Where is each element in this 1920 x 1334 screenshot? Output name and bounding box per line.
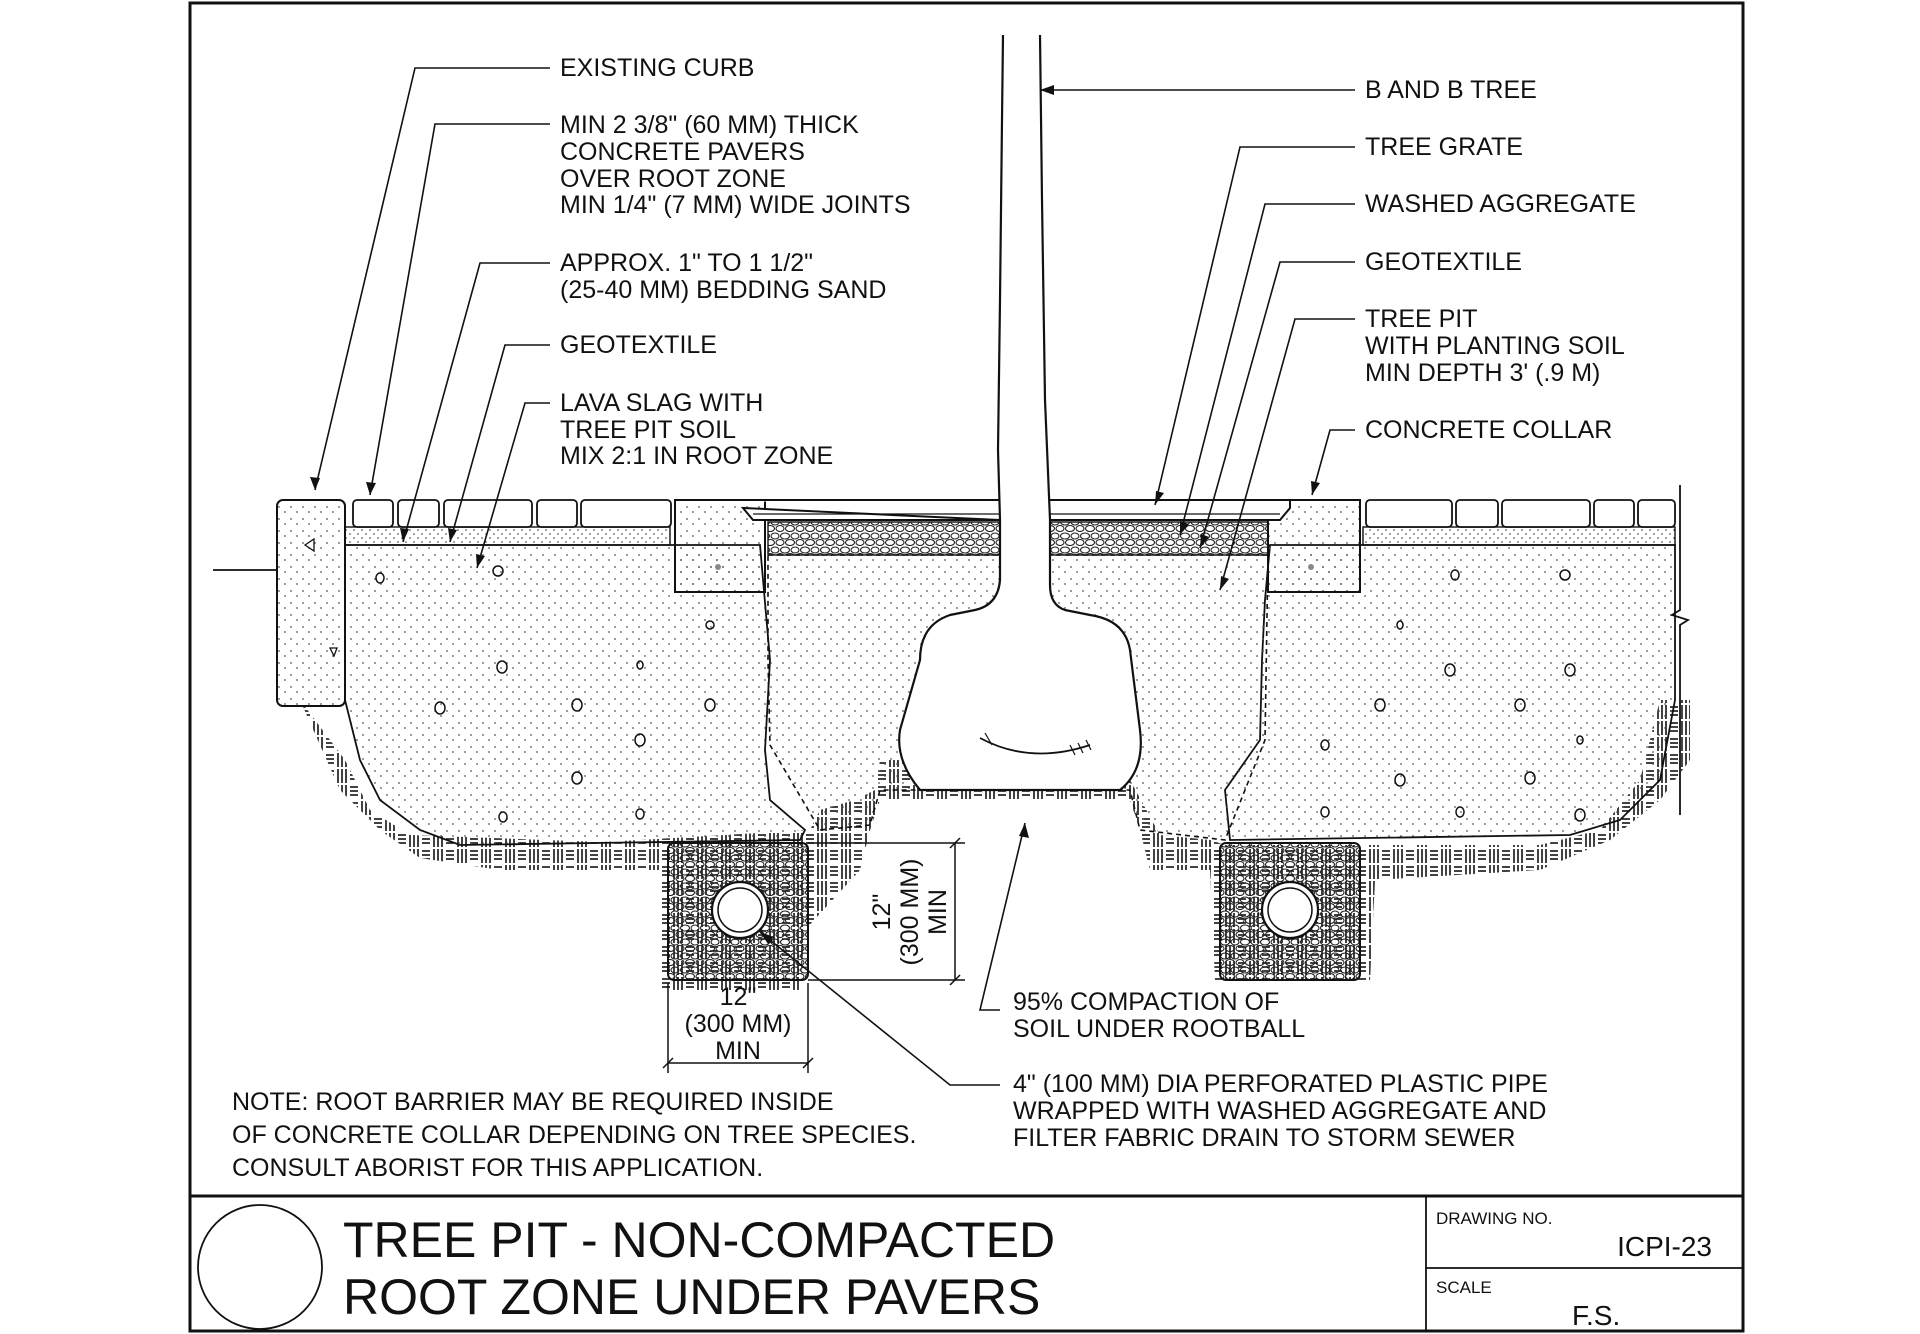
- tree-trunk-and-rootball: [898, 34, 1142, 792]
- label-pipe-line-2: WRAPPED WITH WASHED AGGREGATE AND: [1013, 1097, 1546, 1125]
- concrete-pavers-right: [1365, 499, 1676, 528]
- label-pavers-line-4: MIN 1/4" (7 MM) WIDE JOINTS: [560, 191, 911, 219]
- dim-vertical-line-2: (300 MM): [896, 859, 924, 966]
- washed-aggregate-left: [767, 521, 1001, 556]
- title-block: TREE PIT - NON-COMPACTED ROOT ZONE UNDER…: [197, 1196, 1743, 1331]
- label-tree-pit-line-1: TREE PIT: [1365, 305, 1478, 333]
- label-bedding-sand-line-1: APPROX. 1" TO 1 1/2": [560, 249, 813, 277]
- note-line-2: OF CONCRETE COLLAR DEPENDING ON TREE SPE…: [232, 1121, 916, 1149]
- label-bedding-sand-line-2: (25-40 MM) BEDDING SAND: [560, 276, 886, 304]
- dim-vertical-line-3: MIN: [924, 889, 952, 935]
- collar-rebar-left: [715, 564, 721, 570]
- label-lava-slag-line-1: LAVA SLAG WITH: [560, 389, 763, 417]
- drawing-no-value: ICPI-23: [1617, 1231, 1712, 1262]
- label-pavers-line-1: MIN 2 3/8" (60 MM) THICK: [560, 111, 859, 139]
- label-pavers-line-2: CONCRETE PAVERS: [560, 138, 805, 166]
- dim-vertical-line-1: 12": [868, 894, 896, 931]
- note-block: NOTE: ROOT BARRIER MAY BE REQUIRED INSID…: [232, 1088, 916, 1182]
- bottom-callouts: 95% COMPACTION OF SOIL UNDER ROOTBALL 4"…: [1013, 988, 1548, 1152]
- dimension-horizontal-text: 12" (300 MM) MIN: [685, 983, 792, 1065]
- label-concrete-collar: CONCRETE COLLAR: [1365, 416, 1612, 444]
- perforated-pipe-left: [710, 880, 770, 940]
- leader-arrowheads: [310, 85, 1320, 944]
- scale-value: F.S.: [1572, 1300, 1620, 1331]
- soil-aggregate-ovals: [375, 565, 1586, 823]
- label-geotextile-right: GEOTEXTILE: [1365, 248, 1522, 276]
- dim-horizontal-line-1: 12": [720, 983, 757, 1011]
- bedding-sand-right: [1362, 526, 1676, 546]
- label-tree-grate: TREE GRATE: [1365, 133, 1523, 161]
- label-pipe-line-1: 4" (100 MM) DIA PERFORATED PLASTIC PIPE: [1013, 1070, 1548, 1098]
- dim-horizontal-line-2: (300 MM): [685, 1010, 792, 1038]
- break-line-right: [1669, 485, 1691, 815]
- perforated-pipe-right: [1260, 880, 1320, 940]
- left-callouts: EXISTING CURB MIN 2 3/8" (60 MM) THICK C…: [560, 54, 911, 470]
- label-compaction-line-2: SOIL UNDER ROOTBALL: [1013, 1015, 1305, 1043]
- dimension-lines: [662, 837, 965, 1073]
- label-tree-pit-line-3: MIN DEPTH 3' (.9 M): [1365, 359, 1600, 387]
- title-line-2: ROOT ZONE UNDER PAVERS: [343, 1269, 1040, 1325]
- dim-horizontal-line-3: MIN: [715, 1037, 761, 1065]
- scale-label: SCALE: [1436, 1278, 1492, 1297]
- note-line-1: NOTE: ROOT BARRIER MAY BE REQUIRED INSID…: [232, 1088, 834, 1116]
- label-geotextile-left: GEOTEXTILE: [560, 331, 717, 359]
- drawing-no-label: DRAWING NO.: [1436, 1209, 1552, 1228]
- label-pipe-line-3: FILTER FABRIC DRAIN TO STORM SEWER: [1013, 1124, 1515, 1152]
- label-existing-curb: EXISTING CURB: [560, 54, 754, 82]
- washed-aggregate-right: [1049, 521, 1269, 556]
- title-line-1: TREE PIT - NON-COMPACTED: [343, 1212, 1055, 1268]
- curb-triangle-1: [303, 537, 315, 553]
- right-callouts: B AND B TREE TREE GRATE WASHED AGGREGATE…: [1365, 76, 1636, 444]
- label-tree-pit-line-2: WITH PLANTING SOIL: [1365, 332, 1625, 360]
- label-lava-slag-line-2: TREE PIT SOIL: [560, 416, 736, 444]
- bedding-sand-left: [344, 526, 671, 546]
- label-pavers-line-3: OVER ROOT ZONE: [560, 165, 786, 193]
- dimension-vertical-text: 12" (300 MM) MIN: [868, 859, 952, 966]
- detail-bubble: [197, 1204, 323, 1330]
- sheet-border: [188, 1, 1745, 1333]
- label-compaction-line-1: 95% COMPACTION OF: [1013, 988, 1279, 1016]
- existing-curb: [276, 499, 346, 707]
- label-b-and-b-tree: B AND B TREE: [1365, 76, 1537, 104]
- rootball-twine-ties: [984, 732, 1092, 756]
- label-washed-aggregate: WASHED AGGREGATE: [1365, 190, 1636, 218]
- section-graphics: [213, 34, 1691, 990]
- concrete-pavers-left: [352, 499, 672, 528]
- collar-rebar-right: [1308, 564, 1314, 570]
- leader-lines: [314, 67, 1355, 1086]
- note-line-3: CONSULT ABORIST FOR THIS APPLICATION.: [232, 1154, 763, 1182]
- label-lava-slag-line-3: MIX 2:1 IN ROOT ZONE: [560, 442, 833, 470]
- curb-triangle-2: [328, 647, 338, 658]
